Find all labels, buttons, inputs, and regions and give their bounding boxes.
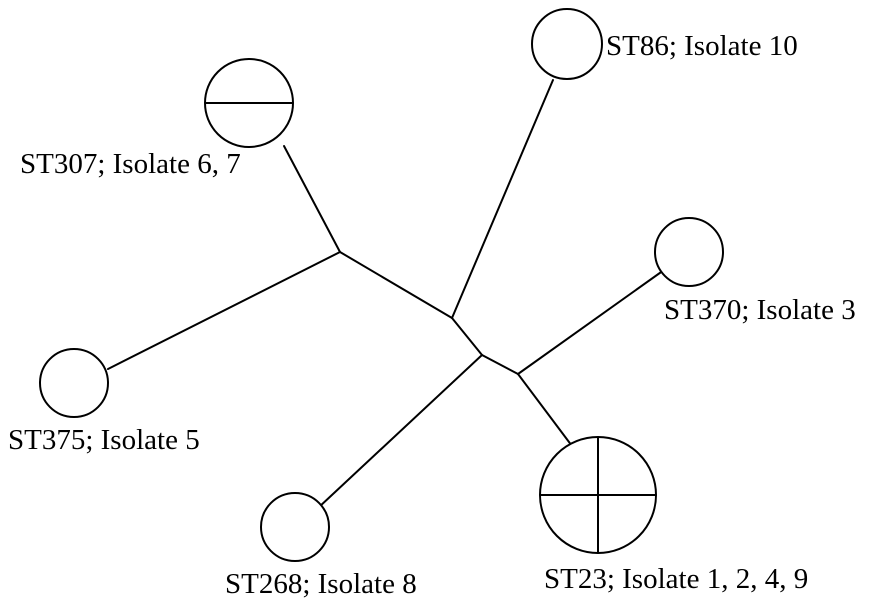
- node-st370: [654, 217, 724, 287]
- edge-j3-st268: [317, 354, 483, 509]
- node-st268: [260, 492, 330, 562]
- edge-j4-st370: [517, 269, 665, 375]
- label-st307: ST307; Isolate 6, 7: [20, 148, 241, 180]
- label-st86: ST86; Isolate 10: [606, 30, 798, 62]
- edge-j3-j4: [481, 354, 519, 375]
- edge-j2-j3: [451, 317, 483, 356]
- edge-j2-st86: [451, 79, 554, 319]
- edge-j1-st307: [283, 145, 341, 253]
- label-st23: ST23; Isolate 1, 2, 4, 9: [544, 563, 809, 595]
- node-st23: [539, 436, 657, 554]
- edge-j4-st23: [517, 373, 573, 447]
- edge-j1-st375: [107, 251, 341, 370]
- edge-j1-j2: [339, 251, 453, 319]
- node-st307: [204, 58, 294, 148]
- label-st268: ST268; Isolate 8: [225, 568, 417, 600]
- node-st86: [531, 8, 603, 80]
- label-st370: ST370; Isolate 3: [664, 294, 856, 326]
- label-st375: ST375; Isolate 5: [8, 424, 200, 456]
- node-st375: [39, 348, 109, 418]
